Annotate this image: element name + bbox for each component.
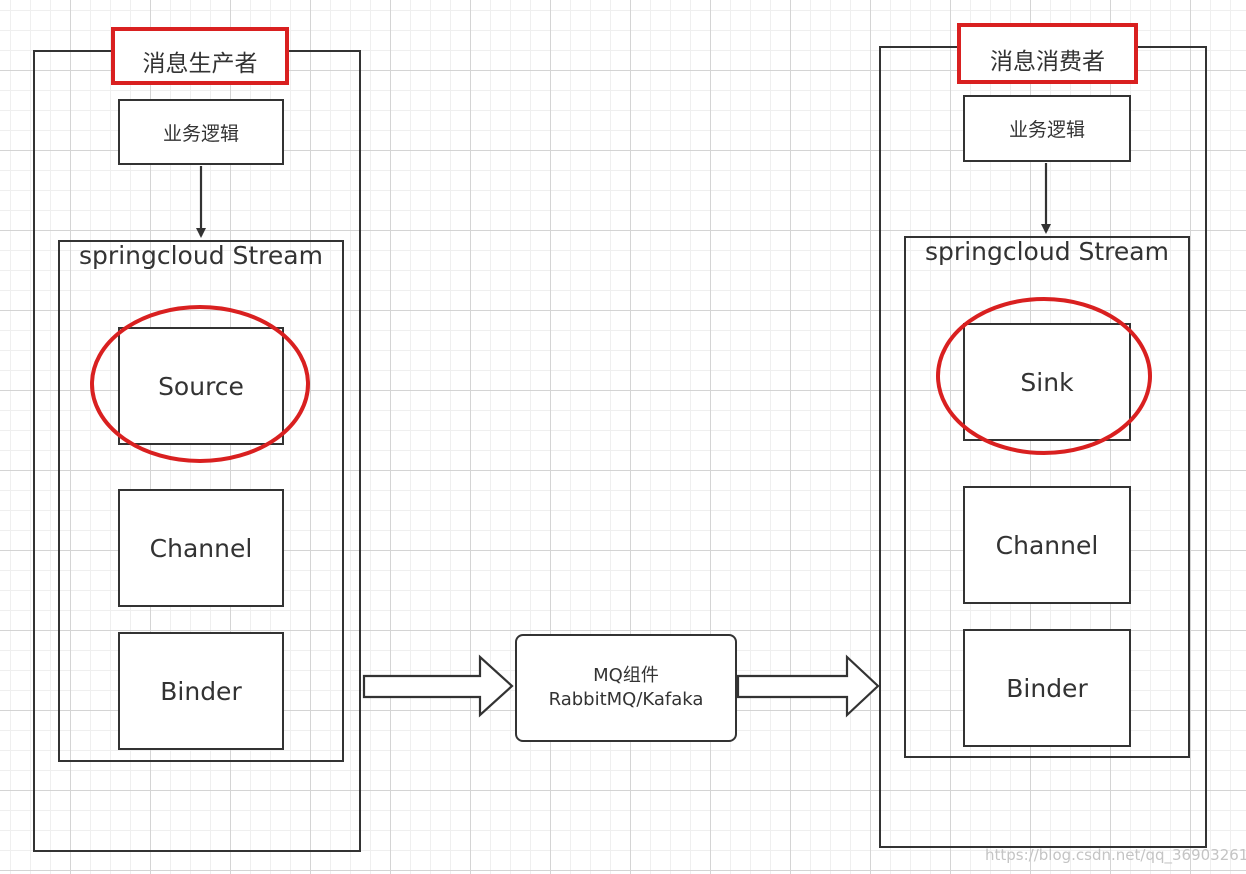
producer-binder-box: Binder (118, 632, 284, 750)
mq-component-box: MQ组件 RabbitMQ/Kafaka (515, 634, 737, 742)
producer-binder-label: Binder (160, 676, 242, 706)
producer-source-label: Source (158, 371, 244, 401)
producer-stream-panel (58, 240, 344, 762)
producer-title-highlight (111, 27, 289, 85)
consumer-stream-label: springcloud Stream (925, 237, 1169, 266)
producer-source-box: Source (118, 327, 284, 445)
consumer-business-logic-box: 业务逻辑 (963, 95, 1131, 162)
producer-business-logic-box: 业务逻辑 (118, 99, 284, 165)
mq-broker-label: RabbitMQ/Kafaka (548, 689, 704, 710)
mq-component-label: MQ组件 (593, 664, 659, 686)
consumer-binder-box: Binder (963, 629, 1131, 747)
consumer-channel-label: Channel (995, 530, 1099, 560)
consumer-sink-box: Sink (963, 323, 1131, 441)
consumer-sink-label: Sink (1020, 367, 1074, 397)
mq-to-consumer-arrow (736, 654, 880, 718)
consumer-title: 消息消费者 (990, 49, 1105, 75)
consumer-business-logic-label: 业务逻辑 (1008, 119, 1085, 141)
producer-channel-label: Channel (149, 533, 253, 563)
consumer-binder-label: Binder (1006, 673, 1088, 703)
producer-title: 消息生产者 (142, 51, 258, 77)
producer-business-logic-label: 业务逻辑 (162, 122, 239, 145)
consumer-channel-box: Channel (963, 486, 1131, 604)
consumer-stream-panel (904, 236, 1190, 758)
producer-channel-box: Channel (118, 489, 284, 607)
producer-to-mq-arrow (362, 654, 514, 718)
watermark: https://blog.csdn.net/qq_36903261 (985, 846, 1246, 864)
producer-stream-label: springcloud Stream (79, 241, 323, 270)
consumer-title-highlight (957, 23, 1138, 84)
